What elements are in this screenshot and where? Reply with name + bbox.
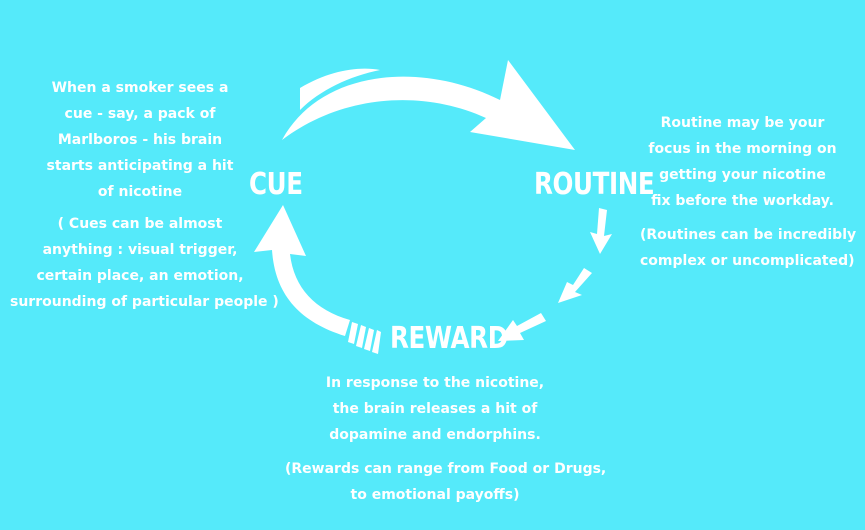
cue-note-line: ( Cues can be almost [57,216,223,232]
cue-text: When a smoker sees a cue - say, a pack o… [10,75,279,315]
cue-description-line: of nicotine [97,184,183,200]
routine-description-line: focus in the morning on [648,141,837,157]
reward-text: In response to the nicotine, the brain r… [285,370,607,508]
reward-to-cue-arrow-tail [348,322,381,354]
routine-label: ROUTINE [534,167,655,202]
reward-description-line: dopamine and endorphins. [329,427,541,443]
reward-label: REWARD [390,321,508,356]
routine-note-line: (Routines can be incredibly [640,227,857,243]
cue-to-routine-arrow-tail [300,68,380,110]
reward-to-cue-arrow [254,205,350,336]
routine-description-line: fix before the workday. [651,193,834,209]
cue-description-line: starts anticipating a hit [46,158,234,174]
cue-label: CUE [249,167,303,202]
dash-arrow-3 [498,313,546,341]
reward-description-line: the brain releases a hit of [332,401,538,417]
reward-description-line: In response to the nicotine, [325,375,545,391]
routine-description-line: getting your nicotine [659,167,826,183]
cue-description-line: Marlboros - his brain [57,132,223,148]
reward-note-line: (Rewards can range from Food or Drugs, [285,461,607,477]
cue-note-line: certain place, an emotion, [36,268,244,284]
routine-description-line: Routine may be your [660,115,825,131]
cue-to-routine-arrow [282,60,575,150]
routine-note-line: complex or uncomplicated) [640,253,855,269]
dash-arrow-2 [558,268,592,303]
routine-to-reward-arrows [498,208,612,341]
cue-note-line: anything : visual trigger, [42,242,238,258]
routine-text: Routine may be your focus in the morning… [640,110,857,274]
reward-note-line: to emotional payoffs) [350,487,520,503]
cue-note-line: surrounding of particular people ) [10,294,279,310]
cue-description-line: cue - say, a pack of [64,106,216,122]
cue-description-line: When a smoker sees a [51,80,229,96]
dash-arrow-1 [590,208,612,254]
